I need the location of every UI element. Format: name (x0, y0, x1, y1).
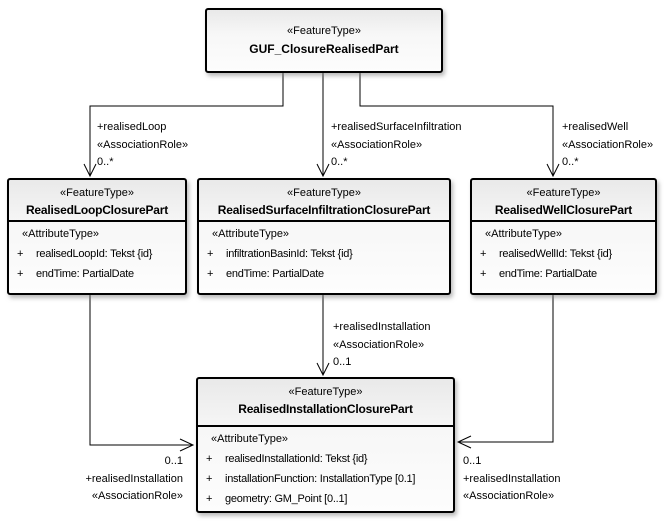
attribute-text: realisedWellId: Tekst {id} (499, 248, 612, 260)
attribute-row[interactable]: + installationFunction: InstallationType… (198, 469, 453, 489)
connector-realised-loop[interactable] (83, 73, 284, 178)
association-role-name: +realisedInstallation (85, 472, 183, 485)
class-realised-installation-closure-part[interactable]: «FeatureType» RealisedInstallationClosur… (196, 377, 455, 513)
class-name: GUF_ClosureRealisedPart (249, 42, 399, 56)
visibility-marker: + (480, 248, 487, 260)
attribute-row[interactable]: + realisedInstallationId: Tekst {id} (198, 449, 453, 469)
visibility-marker: + (206, 473, 213, 485)
visibility-marker: + (206, 453, 213, 465)
attribute-text: realisedInstallationId: Tekst {id} (225, 453, 368, 465)
connector-realised-installation-left[interactable] (89, 295, 195, 452)
class-realised-well-closure-part[interactable]: «FeatureType» RealisedWellClosurePart «A… (470, 178, 657, 295)
attribute-text: endTime: PartialDate (226, 268, 324, 280)
attribute-compartment: «AttributeType» + realisedLoopId: Tekst … (9, 220, 185, 284)
label-realised-loop: +realisedLoop «AssociationRole» 0..* (97, 119, 188, 172)
association-stereotype: «AssociationRole» (91, 490, 183, 502)
visibility-marker: + (17, 248, 24, 260)
visibility-marker: + (480, 268, 487, 280)
visibility-marker: + (207, 248, 214, 260)
class-stereotype: «FeatureType» (526, 187, 601, 199)
label-realised-installation-left: 0..1 +realisedInstallation «AssociationR… (85, 453, 183, 506)
attribute-stereotype: «AttributeType» (22, 228, 100, 240)
attribute-row[interactable]: + infiltrationBasinId: Tekst {id} (199, 244, 449, 264)
label-realised-installation-right: 0..1 +realisedInstallation «AssociationR… (463, 453, 561, 506)
connector-realised-well[interactable] (359, 73, 560, 178)
attribute-compartment: «AttributeType» + infiltrationBasinId: T… (199, 220, 449, 284)
association-stereotype: «AssociationRole» (331, 138, 423, 151)
visibility-marker: + (207, 268, 214, 280)
class-stereotype: «FeatureType» (287, 25, 361, 37)
attribute-text: realisedLoopId: Tekst {id} (36, 248, 153, 260)
association-multiplicity: 0..1 (164, 455, 183, 467)
attribute-row[interactable]: + realisedLoopId: Tekst {id} (9, 244, 185, 264)
association-multiplicity: 0..1 (333, 356, 352, 368)
association-multiplicity: 0..* (331, 156, 348, 168)
association-multiplicity: 0..* (562, 156, 579, 168)
attribute-text: infiltrationBasinId: Tekst {id} (226, 248, 353, 260)
attribute-row[interactable]: + endTime: PartialDate (199, 264, 449, 284)
connector-realised-installation-right[interactable] (456, 295, 554, 449)
connector-realised-installation-mid[interactable] (316, 295, 330, 377)
class-name: RealisedSurfaceInfiltrationClosurePart (217, 203, 431, 217)
attribute-text: geometry: GM_Point [0..1] (225, 493, 348, 505)
attribute-compartment: «AttributeType» + realisedInstallationId… (198, 425, 453, 509)
attribute-row[interactable]: + endTime: PartialDate (9, 264, 185, 284)
label-realised-surface-infiltration: +realisedSurfaceInfiltration «Associatio… (331, 119, 462, 172)
visibility-marker: + (17, 268, 24, 280)
attribute-row[interactable]: + endTime: PartialDate (472, 264, 655, 284)
association-role-name: +realisedWell (562, 121, 629, 133)
class-name: RealisedInstallationClosurePart (238, 402, 413, 416)
attribute-text: endTime: PartialDate (499, 268, 597, 280)
association-role-name: +realisedLoop (97, 121, 167, 133)
attribute-stereotype: «AttributeType» (212, 228, 290, 240)
class-stereotype: «FeatureType» (60, 187, 134, 199)
association-role-name: +realisedInstallation (333, 321, 431, 333)
attribute-text: endTime: PartialDate (36, 268, 134, 280)
association-role-name: +realisedInstallation (463, 472, 561, 485)
class-realised-surface-infiltration-closure-part[interactable]: «FeatureType» RealisedSurfaceInfiltratio… (197, 178, 451, 295)
class-name: RealisedWellClosurePart (494, 203, 633, 217)
attribute-text: installationFunction: InstallationType [… (225, 473, 416, 485)
label-realised-well: +realisedWell «AssociationRole» 0..* (562, 119, 653, 172)
attribute-row[interactable]: + realisedWellId: Tekst {id} (472, 244, 655, 264)
association-stereotype: «AssociationRole» (562, 138, 654, 151)
visibility-marker: + (206, 493, 213, 505)
class-stereotype: «FeatureType» (287, 187, 361, 199)
association-multiplicity: 0..* (97, 156, 114, 168)
association-role-name: +realisedSurfaceInfiltration (331, 121, 462, 133)
attribute-compartment: «AttributeType» + realisedWellId: Tekst … (472, 220, 655, 284)
connector-realised-surface-infiltration[interactable] (316, 73, 330, 178)
association-stereotype: «AssociationRole» (463, 490, 555, 502)
class-guf-closure-realised-part[interactable]: «FeatureType» GUF_ClosureRealisedPart (205, 8, 443, 73)
label-realised-installation-mid: +realisedInstallation «AssociationRole» … (333, 319, 431, 372)
attribute-stereotype: «AttributeType» (485, 228, 563, 240)
class-stereotype: «FeatureType» (288, 386, 363, 398)
association-stereotype: «AssociationRole» (97, 138, 189, 151)
class-realised-loop-closure-part[interactable]: «FeatureType» RealisedLoopClosurePart «A… (7, 178, 187, 295)
association-multiplicity: 0..1 (463, 455, 482, 467)
class-name: RealisedLoopClosurePart (25, 203, 169, 217)
attribute-row[interactable]: + geometry: GM_Point [0..1] (198, 489, 453, 509)
attribute-stereotype: «AttributeType» (211, 433, 289, 445)
association-stereotype: «AssociationRole» (333, 338, 425, 351)
